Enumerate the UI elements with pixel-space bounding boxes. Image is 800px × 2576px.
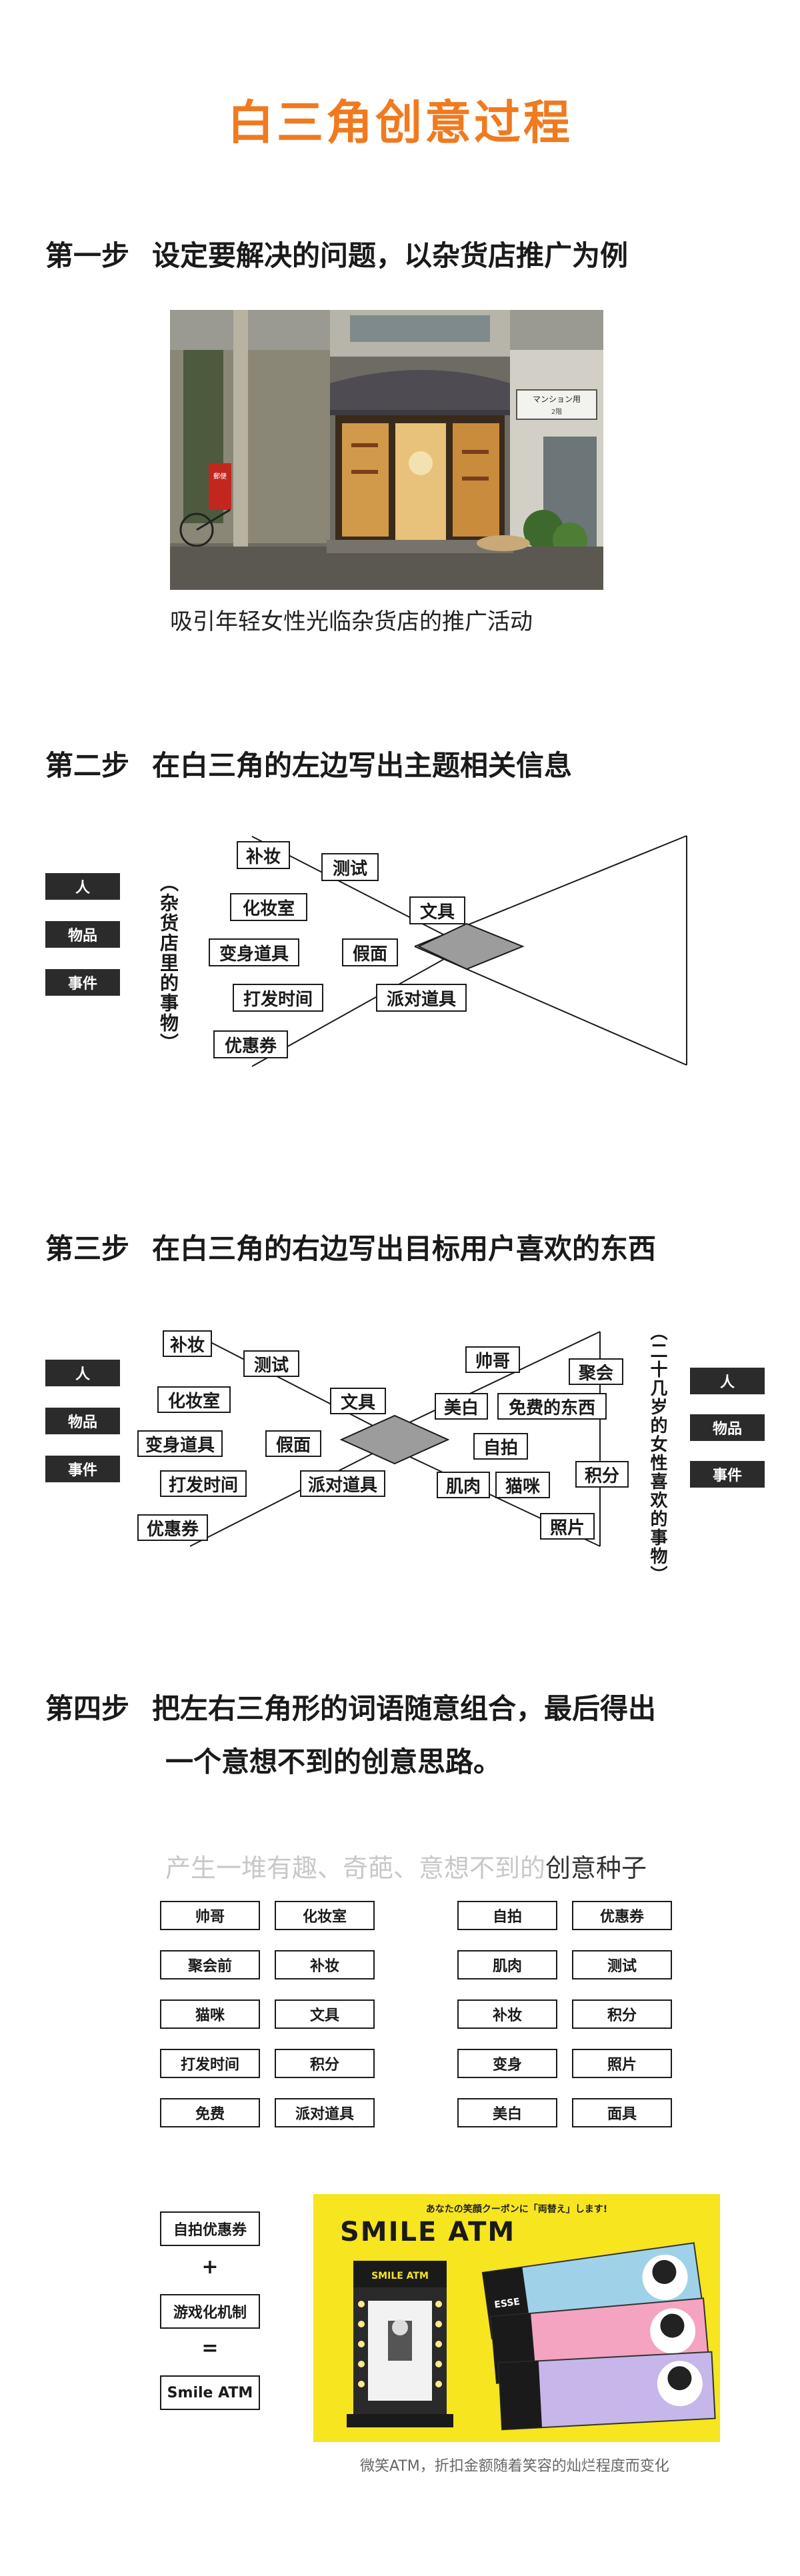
seed-right-2-b: 积分 [572,1999,672,2029]
seed-left-1-a: 聚会前 [160,1950,260,1979]
word-coupon: 优惠券 [137,1514,208,1541]
word-muscles: 肌肉 [437,1472,490,1498]
seed-right-2-a: 补妆 [457,1999,557,2029]
word-disguise-props: 变身道具 [209,938,299,966]
word-mask: 假面 [342,938,398,966]
seed-left-3-a: 打发时间 [160,2049,260,2078]
word-free-stuff: 免费的东西 [497,1393,607,1420]
seed-right-0-b: 优惠券 [572,1901,672,1930]
step3-vertical-label: （二十几岁的女性喜欢的事物） [647,1323,667,1584]
step2-number: 第二步 [45,749,130,782]
word-test: 测试 [321,853,379,881]
word-points: 积分 [575,1461,629,1488]
seed-right-4-b: 面具 [572,2098,672,2127]
seed-left-2-b: 文具 [275,1999,375,2029]
step2-vertical-label: （杂货店里的事物） [157,873,179,1053]
tag-person: 人 [45,873,120,900]
word-touch-up: 补妆 [237,841,290,869]
seed-right-3-b: 照片 [572,2049,672,2078]
smile-atm-poster: あなたの笑顔クーポンに「両替え」します! SMILE ATM SMILE ATM… [313,2194,720,2442]
word-party-props: 派对道具 [300,1470,385,1497]
page-title: 白三角创意过程 [227,95,573,150]
step3-triangles [189,1331,601,1547]
word-whitening: 美白 [435,1393,488,1420]
seed-left-3-b: 积分 [275,2049,375,2078]
formula-gamification: 游戏化机制 [160,2294,260,2329]
word-touch-up: 补妆 [163,1330,212,1357]
seed-right-1-b: 测试 [572,1950,672,1979]
seed-left-4-a: 免费 [160,2098,260,2127]
step4-number: 第四步 [45,1692,130,1725]
formula-selfie-coupon: 自拍优惠券 [160,2211,260,2246]
step1-number: 第一步 [45,239,130,272]
formula-plus: + [201,2255,219,2279]
word-gathering: 聚会 [569,1358,623,1385]
step1-text: 设定要解决的问题，以杂货店推广为例 [152,239,629,272]
seed-left-1-b: 补妆 [275,1950,375,1979]
tag-object: 物品 [45,921,120,948]
word-restroom: 化妆室 [157,1386,231,1413]
seed-left-0-b: 化妆室 [275,1901,375,1930]
word-handsome-guy: 帅哥 [465,1346,520,1373]
formula-equals: = [201,2337,219,2360]
formula-smile-atm: Smile ATM [160,2375,260,2410]
step4-text-line1: 把左右三角形的词语随意组合，最后得出 [152,1692,657,1725]
seed-right-4-a: 美白 [457,2098,557,2127]
step1-heading: 第一步设定要解决的问题，以杂货店推广为例 [45,233,628,274]
tag-left-person: 人 [45,1360,120,1386]
word-restroom: 化妆室 [230,893,307,921]
word-stationery: 文具 [330,1388,386,1414]
tag-right-object: 物品 [690,1414,765,1441]
word-photos: 照片 [540,1513,595,1540]
poster-caption: 微笑ATM，折扣金额随着笑容的灿烂程度而变化 [360,2458,669,2475]
tag-right-person: 人 [690,1368,765,1394]
word-mask: 假面 [265,1430,321,1457]
word-killing-time: 打发时间 [233,984,323,1012]
step3-number: 第三步 [45,1232,130,1265]
step3-text: 在白三角的右边写出目标用户喜欢的东西 [152,1232,657,1265]
word-test: 测试 [243,1350,299,1377]
word-selfie: 自拍 [473,1433,528,1460]
word-killing-time: 打发时间 [160,1470,247,1497]
step2-heading: 第二步在白三角的左边写出主题相关信息 [45,743,572,784]
overlap-diamond [339,1414,450,1465]
overlap-diamond [417,922,525,970]
poster-title: SMILE ATM [340,2217,516,2247]
seed-left-4-b: 派对道具 [275,2098,375,2127]
word-cats: 猫咪 [495,1472,550,1498]
seed-heading-prefix: 产生一堆有趣、奇葩、意想不到的 [165,1854,546,1883]
word-disguise-props: 变身道具 [137,1430,223,1457]
svg-text:SMILE ATM: SMILE ATM [371,2271,429,2281]
word-coupon: 优惠券 [213,1030,288,1058]
step2-text: 在白三角的左边写出主题相关信息 [152,749,573,782]
step1-caption: 吸引年轻女性光临杂货店的推广活动 [170,609,533,635]
seed-left-0-a: 帅哥 [160,1901,260,1930]
tag-left-object: 物品 [45,1408,120,1434]
seed-left-2-a: 猫咪 [160,1999,260,2029]
word-stationery: 文具 [409,896,465,924]
svg-text:マンション用: マンション用 [533,395,581,404]
step4-text-line2: 一个意想不到的创意思路。 [165,1746,502,1778]
svg-text:ESSE: ESSE [493,2297,521,2311]
svg-text:郵便: 郵便 [213,472,227,481]
poster-illustration: SMILE ATM ESSE [347,2242,716,2431]
step3-heading: 第三步在白三角的右边写出目标用户喜欢的东西 [45,1226,656,1267]
seed-right-0-a: 自拍 [457,1901,557,1930]
tag-left-event: 事件 [45,1456,120,1482]
svg-text:2階: 2階 [551,408,562,416]
poster-tagline: あなたの笑顔クーポンに「両替え」します! [425,2204,608,2215]
step4-heading: 第四步把左右三角形的词语随意组合，最后得出 [45,1686,656,1727]
seed-heading: 产生一堆有趣、奇葩、意想不到的创意种子 [165,1848,647,1884]
tag-right-event: 事件 [690,1461,765,1488]
tag-event: 事件 [45,969,120,996]
word-party-props: 派对道具 [376,984,467,1012]
seed-right-3-a: 变身 [457,2049,557,2078]
step2-triangles [251,835,687,1067]
shop-photo: 郵便 マンション用 2階 [170,310,603,590]
seed-heading-highlight: 创意种子 [545,1854,647,1883]
seed-right-1-a: 肌肉 [457,1950,557,1979]
